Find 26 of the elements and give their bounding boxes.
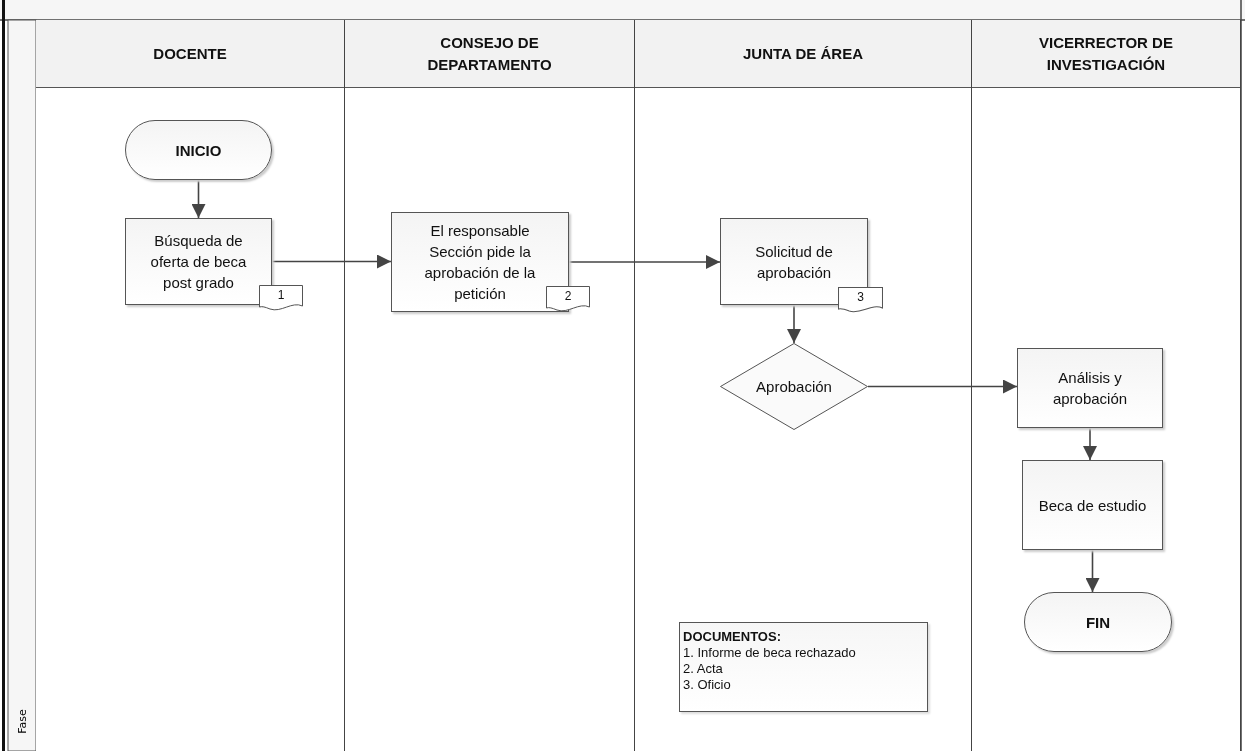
swimlane <box>36 20 345 751</box>
document-shape: 3 <box>838 287 883 313</box>
arrow <box>787 304 801 344</box>
lane-header: DOCENTE <box>36 20 344 88</box>
lane-header: CONSEJO DE DEPARTAMENTO <box>345 20 634 88</box>
arrow <box>1085 549 1100 593</box>
swimlane <box>635 20 972 751</box>
lane-header: VICERRECTOR DE INVESTIGACIÓN <box>972 20 1240 88</box>
swimlane <box>972 20 1241 751</box>
terminator-shape: INICIO <box>125 120 272 180</box>
swimlane <box>345 20 635 751</box>
process-box: Búsqueda de oferta de beca post grado <box>125 218 272 305</box>
arrow <box>867 379 1018 394</box>
decision-diamond: Aprobación <box>720 343 868 430</box>
phase-label: Fase <box>15 708 29 736</box>
document-shape: 2 <box>546 286 590 312</box>
arrow <box>1083 427 1097 461</box>
arrow <box>271 254 392 269</box>
document-shape: 1 <box>259 285 303 311</box>
arrow <box>191 179 206 219</box>
process-box: Análisis y aprobación <box>1017 348 1163 428</box>
document-note: DOCUMENTOS: 1. Informe de beca rechazado 2. Acta 3. Oficio <box>679 622 928 712</box>
arrow <box>568 255 721 269</box>
lane-header: JUNTA DE ÁREA <box>635 20 971 88</box>
terminator-shape: FIN <box>1024 592 1172 652</box>
process-box: Beca de estudio <box>1022 460 1163 550</box>
